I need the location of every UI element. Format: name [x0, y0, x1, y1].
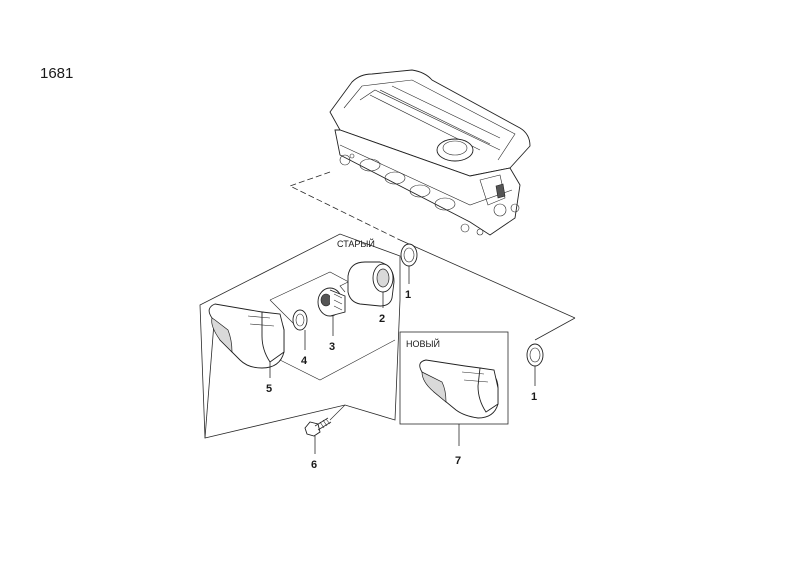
- new-variant-frame: [399, 331, 509, 425]
- part-3-thermostat: [317, 287, 346, 336]
- part-1-o-ring-old: [400, 243, 418, 284]
- cylinder-head: [329, 69, 531, 236]
- callout-4: 4: [301, 355, 308, 367]
- callout-1-old: 1: [405, 289, 411, 301]
- part-5-water-outlet-old: [208, 303, 285, 378]
- part-2-thermostat-housing: [339, 261, 395, 308]
- part-1-o-ring-new: [526, 343, 544, 386]
- variant-label-old: СТАРЫЙ: [337, 238, 375, 249]
- part-6-bolt: [304, 404, 346, 454]
- callout-5: 5: [266, 383, 272, 395]
- callout-7: 7: [455, 455, 461, 467]
- callout-1-new: 1: [531, 391, 537, 403]
- callout-2: 2: [379, 313, 385, 325]
- old-variant-frame: [199, 233, 401, 439]
- page-number: 1681: [40, 65, 73, 82]
- variant-label-new: НОВЫЙ: [406, 338, 440, 349]
- callout-3: 3: [329, 341, 335, 353]
- part-4-gasket: [292, 309, 308, 350]
- callout-6: 6: [311, 459, 317, 471]
- part-7-water-outlet-new: [419, 359, 499, 446]
